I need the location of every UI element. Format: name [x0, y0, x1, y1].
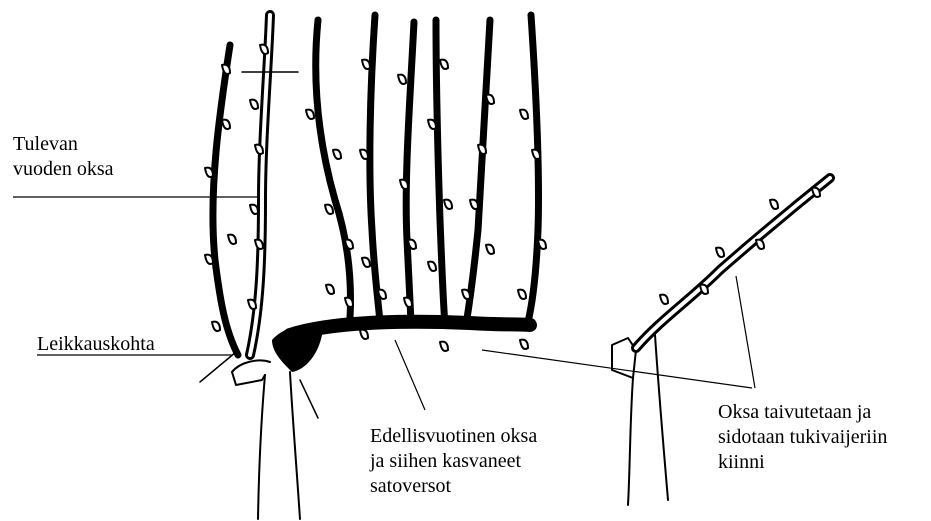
- leader-lines: [13, 197, 755, 410]
- label-previous-year-line1: Edellisvuotinen oksa: [370, 424, 537, 449]
- label-previous-year-line2: ja siihen kasvaneet: [370, 449, 537, 474]
- shoot-7: [528, 15, 539, 322]
- shoot-3: [370, 15, 380, 322]
- left-trunk-top: [232, 360, 270, 372]
- shoot-1: [213, 45, 238, 355]
- label-next-year-branch-line1: Tulevan: [13, 132, 114, 157]
- label-next-year-branch: Tulevan vuoden oksa: [13, 132, 114, 182]
- left-trunk-right: [290, 372, 300, 519]
- shoot-2: [316, 20, 351, 318]
- label-previous-year-line3: satoversot: [370, 474, 537, 499]
- label-cutting-point: Leikkauskohta: [37, 332, 155, 357]
- cut-marker-2: [300, 380, 318, 418]
- label-cutting-point-text: Leikkauskohta: [37, 332, 155, 357]
- right-trunk-stub: [612, 338, 636, 378]
- left-trunk: [258, 375, 265, 519]
- leader-previous-year: [395, 340, 425, 410]
- branch-base-blob: [272, 327, 322, 372]
- leader-bent-1: [482, 350, 752, 388]
- label-branch-bent: Oksa taivutetaan ja sidotaan tukivaijeri…: [718, 400, 887, 475]
- label-previous-year-branch: Edellisvuotinen oksa ja siihen kasvaneet…: [370, 424, 537, 499]
- cut-marker-1: [200, 352, 236, 382]
- label-branch-bent-line3: kiinni: [718, 450, 887, 475]
- shoot-6: [466, 20, 490, 325]
- label-branch-bent-line1: Oksa taivutetaan ja: [718, 400, 887, 425]
- left-trunk-stub: [232, 372, 265, 385]
- shoot-4: [406, 22, 414, 322]
- label-next-year-branch-line2: vuoden oksa: [13, 157, 114, 182]
- right-trunk-right: [655, 335, 668, 500]
- leader-bent-2: [736, 276, 755, 388]
- right-trunk-left: [628, 378, 633, 505]
- label-branch-bent-line2: sidotaan tukivaijeriin: [718, 425, 887, 450]
